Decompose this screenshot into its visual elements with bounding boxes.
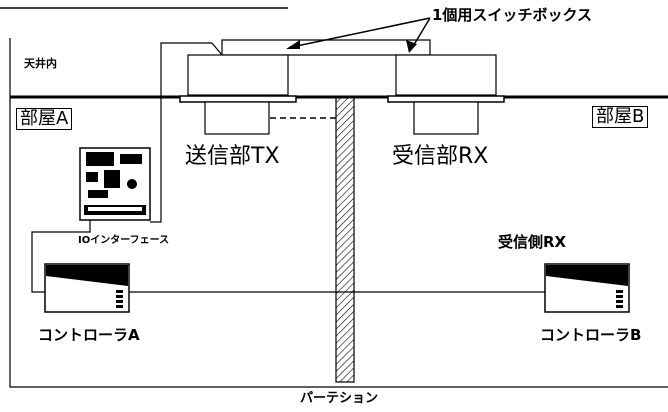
wire-io-ctrl-a	[31, 220, 91, 293]
ceiling-label: 天井内	[24, 57, 57, 70]
io-board-chip-4	[104, 170, 120, 188]
room-outline	[9, 38, 668, 388]
partition-wall	[335, 96, 355, 383]
arrow-line-tx	[291, 17, 431, 48]
rx-label: 受信部RX	[392, 144, 489, 169]
io-board-part-1	[127, 179, 137, 189]
controller-a-btn-1	[116, 290, 123, 293]
tx-lens	[204, 101, 270, 135]
rx-unit-ceiling	[395, 54, 497, 96]
controller-b-display	[546, 265, 628, 286]
arrow-head-tx	[286, 40, 300, 49]
arrow-line-rx	[411, 17, 431, 49]
controller-b-btn-3	[616, 300, 623, 303]
controller-a-label: コントローラA	[38, 326, 140, 344]
io-board-chip-3	[86, 172, 98, 182]
receiver-side-label: 受信側RX	[498, 233, 567, 251]
tx-unit-ceiling	[187, 54, 289, 96]
rx-flange	[387, 95, 505, 103]
controller-b-btn-2	[616, 295, 623, 298]
controller-a-display	[46, 265, 128, 286]
tx-flange	[179, 95, 297, 103]
wire-tx-io	[150, 42, 212, 223]
controller-a-btn-2	[116, 295, 123, 298]
controller-a-btn-3	[116, 300, 123, 303]
controller-b-btn-1	[616, 290, 623, 293]
io-board-chip-1	[86, 152, 114, 166]
room-b-label: 部屋B	[592, 106, 649, 128]
rx-lens	[413, 101, 479, 135]
io-interface-label: IOインターフェース	[78, 235, 170, 246]
tx-switch-box	[211, 39, 431, 57]
controller-a-btn-4	[116, 305, 123, 308]
switch-box-label: 1個用スイッチボックス	[432, 6, 592, 24]
tx-label: 送信部TX	[185, 144, 280, 169]
room-a-label: 部屋A	[16, 108, 73, 130]
partition-label: パーテション	[300, 391, 379, 406]
controller-b-btn-4	[616, 305, 623, 308]
arrow-head-rx	[406, 40, 417, 53]
io-board-chip-5	[88, 190, 108, 198]
controller-b-label: コントローラB	[540, 326, 642, 344]
io-board-terminal-slots	[88, 207, 142, 211]
io-board-chip-2	[120, 154, 142, 164]
